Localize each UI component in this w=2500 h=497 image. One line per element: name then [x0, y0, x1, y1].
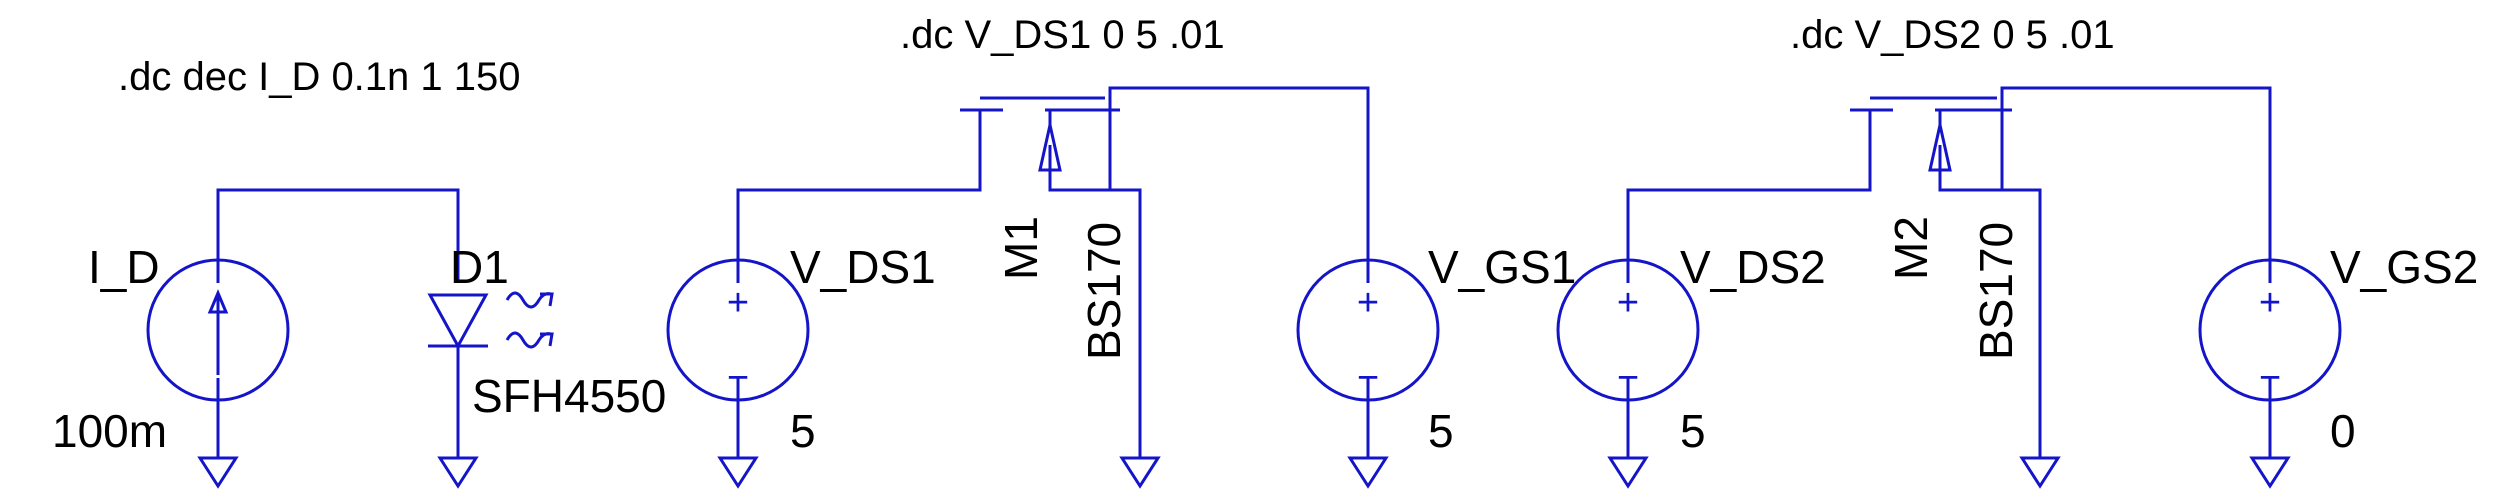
nmos-transistor-icon[interactable]	[960, 96, 1120, 190]
mosfet-name: M1	[995, 216, 1047, 280]
ground-i-d	[197, 456, 239, 489]
ground-d1	[437, 456, 479, 489]
current-source-arrow-up-icon[interactable]	[146, 258, 290, 402]
wires-section-1	[216, 188, 460, 458]
minus-sign: −	[1357, 357, 1379, 399]
ground-vgs1	[1347, 456, 1389, 489]
voltage-source-icon[interactable]: + −	[1296, 258, 1440, 402]
ground-m2-source	[2019, 456, 2061, 489]
directive-dec-sweep[interactable]: .dc dec I_D 0.1n 1 150	[118, 55, 521, 99]
minus-sign: −	[727, 357, 749, 399]
minus-sign: −	[2259, 357, 2281, 399]
current-source-value: 100m	[52, 405, 167, 457]
led-diode-icon[interactable]	[427, 291, 554, 350]
vds1-name: V_DS1	[790, 241, 936, 293]
mosfet-model: BS170	[1078, 222, 1130, 360]
vgs2-value: 0	[2330, 405, 2356, 457]
mosfet-model: BS170	[1970, 222, 2022, 360]
plus-sign: +	[2259, 282, 2281, 324]
current-source-name: I_D	[88, 241, 160, 293]
diode-model: SFH4550	[472, 370, 666, 422]
voltage-source-icon[interactable]: + −	[666, 258, 810, 402]
ground-m1-source	[1119, 456, 1161, 489]
plus-sign: +	[1617, 282, 1639, 324]
plus-sign: +	[1357, 282, 1379, 324]
vgs1-value: 5	[1428, 405, 1454, 457]
voltage-source-icon[interactable]: + −	[1556, 258, 1700, 402]
ground-vds2	[1607, 456, 1649, 489]
wires-section-3	[1626, 86, 2272, 458]
vgs1-name: V_GS1	[1428, 241, 1576, 293]
mosfet-name: M2	[1885, 216, 1937, 280]
directive-vds1-sweep[interactable]: .dc V_DS1 0 5 .01	[900, 13, 1225, 57]
diode-name: D1	[450, 241, 509, 293]
nmos-transistor-icon[interactable]	[1850, 96, 2012, 190]
vds2-value: 5	[1680, 405, 1706, 457]
directive-vds2-sweep[interactable]: .dc V_DS2 0 5 .01	[1790, 13, 2115, 57]
wires-section-2	[736, 86, 1370, 458]
minus-sign: −	[1617, 357, 1639, 399]
vds2-name: V_DS2	[1680, 241, 1826, 293]
voltage-source-icon[interactable]: + −	[2198, 258, 2342, 402]
vds1-value: 5	[790, 405, 816, 457]
plus-sign: +	[727, 282, 749, 324]
ground-vds1	[717, 456, 759, 489]
vgs2-name: V_GS2	[2330, 241, 2478, 293]
ground-vgs2	[2249, 456, 2291, 489]
